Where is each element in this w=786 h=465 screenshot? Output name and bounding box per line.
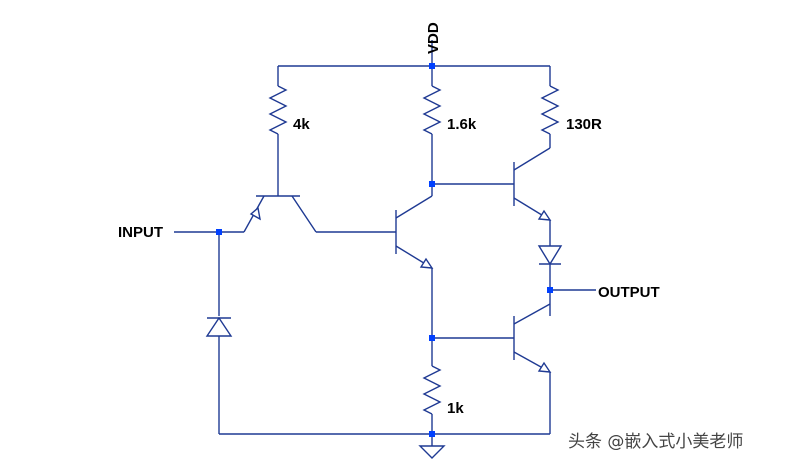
transistor-q3 <box>513 147 552 221</box>
transistor-q1 <box>243 195 317 233</box>
junctions <box>216 63 553 437</box>
label-output: OUTPUT <box>598 284 660 301</box>
diode-output <box>537 220 563 290</box>
ground-icon <box>418 445 446 459</box>
watermark: 头条 @嵌入式小美老师 <box>568 432 743 452</box>
label-r3: 130R <box>566 116 602 133</box>
vdd-rail <box>278 40 550 67</box>
transistor-q2 <box>395 184 434 338</box>
input-wiring <box>174 231 396 434</box>
resistor-4k <box>268 66 288 196</box>
label-r2: 1.6k <box>447 116 477 133</box>
label-vdd: VDD <box>425 22 442 54</box>
diode-input-clamp <box>205 316 233 337</box>
label-input: INPUT <box>118 224 163 241</box>
transistor-q4 <box>432 303 552 434</box>
label-r1: 4k <box>293 116 310 133</box>
resistor-1k6 <box>422 66 442 184</box>
resistor-1k <box>422 338 442 434</box>
output-wiring <box>549 289 596 316</box>
label-r4: 1k <box>447 400 464 417</box>
ground-rail <box>219 433 550 446</box>
resistor-130r <box>540 66 560 148</box>
